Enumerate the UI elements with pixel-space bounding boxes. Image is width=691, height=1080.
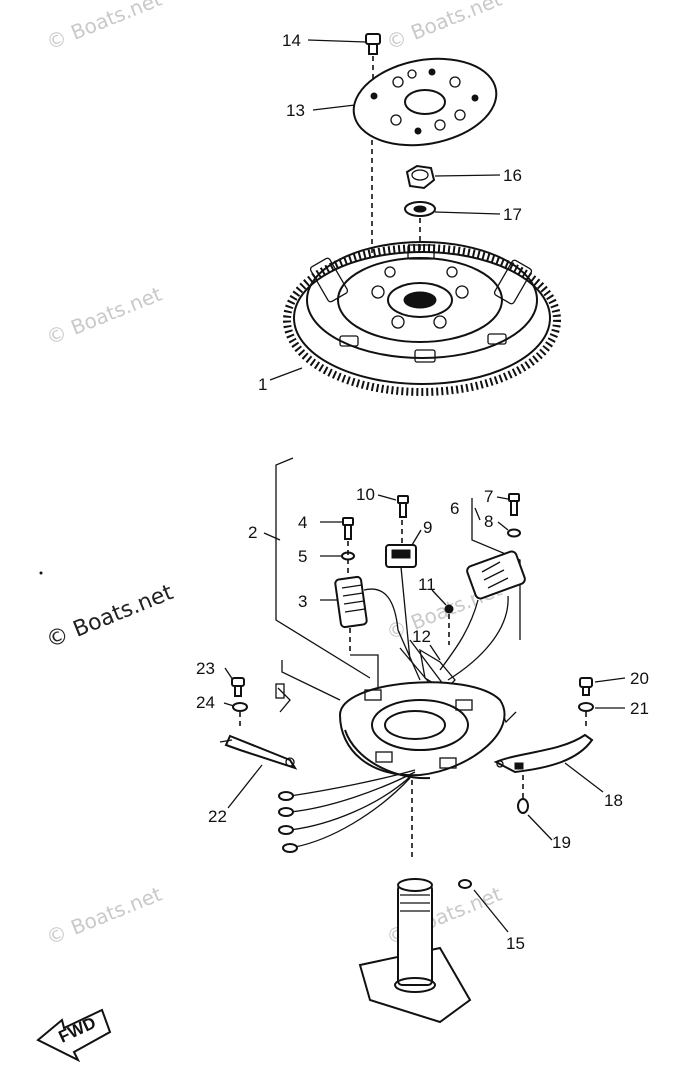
callout-leaders	[223, 39, 626, 933]
watermark: © Boats.net	[43, 882, 165, 950]
callout-4: 4	[298, 513, 307, 532]
callout-8: 8	[484, 512, 493, 531]
callout-14: 14	[282, 31, 301, 50]
callout-17: 17	[503, 205, 522, 224]
callout-5: 5	[298, 547, 307, 566]
callout-18: 18	[604, 791, 623, 810]
stray-dot	[39, 571, 43, 575]
washer-24	[232, 702, 248, 730]
bracket-22	[219, 683, 298, 770]
screw-4	[342, 517, 354, 540]
callout-1: 1	[258, 375, 267, 394]
callout-15: 15	[506, 934, 525, 953]
callout-22: 22	[208, 807, 227, 826]
callout-24: 24	[196, 693, 215, 712]
callout-labels: 1 2 3 4 5 6 7 8 9 10 11 12 13 14 15 16 1…	[196, 31, 649, 953]
bolt-20	[579, 677, 593, 696]
nut-16	[405, 164, 436, 190]
watermark: © Boats.net	[43, 580, 177, 654]
callout-12: 12	[412, 627, 431, 646]
grommet-19	[517, 775, 529, 814]
callout-23: 23	[196, 659, 215, 678]
callout-21: 21	[630, 699, 649, 718]
callout-11: 11	[418, 575, 436, 594]
screw-7	[508, 493, 520, 516]
lighting-coil-6	[439, 498, 526, 681]
wire-leads	[278, 769, 416, 853]
watermark: © Boats.net	[43, 282, 165, 350]
callout-6: 6	[450, 499, 459, 518]
callout-3: 3	[298, 592, 307, 611]
callout-10: 10	[356, 485, 375, 504]
shaft-base-15	[358, 878, 472, 1024]
callout-7: 7	[484, 487, 493, 506]
callout-9: 9	[423, 518, 432, 537]
pulser-coil-9	[385, 520, 417, 661]
screw-11	[444, 604, 454, 645]
flywheel-1	[283, 241, 561, 396]
stator-base-plate	[281, 660, 517, 860]
bolt-14	[365, 33, 381, 84]
coil-3	[334, 575, 421, 690]
callout-13: 13	[286, 101, 305, 120]
bracket-18	[493, 733, 594, 774]
forward-arrow-icon: FWD	[36, 1008, 112, 1063]
watermark: © Boats.net	[383, 0, 505, 55]
washer-21	[578, 702, 594, 728]
washer-8	[507, 528, 521, 538]
screw-10	[397, 495, 409, 518]
callout-20: 20	[630, 669, 649, 688]
callout-19: 19	[552, 833, 571, 852]
stator-assembly-bracket	[275, 457, 371, 679]
callout-16: 16	[503, 166, 522, 185]
bolt-23	[231, 677, 245, 697]
watermark: © Boats.net	[43, 0, 165, 55]
washer-5	[341, 541, 355, 575]
plate-13	[352, 57, 498, 300]
callout-2: 2	[248, 523, 257, 542]
